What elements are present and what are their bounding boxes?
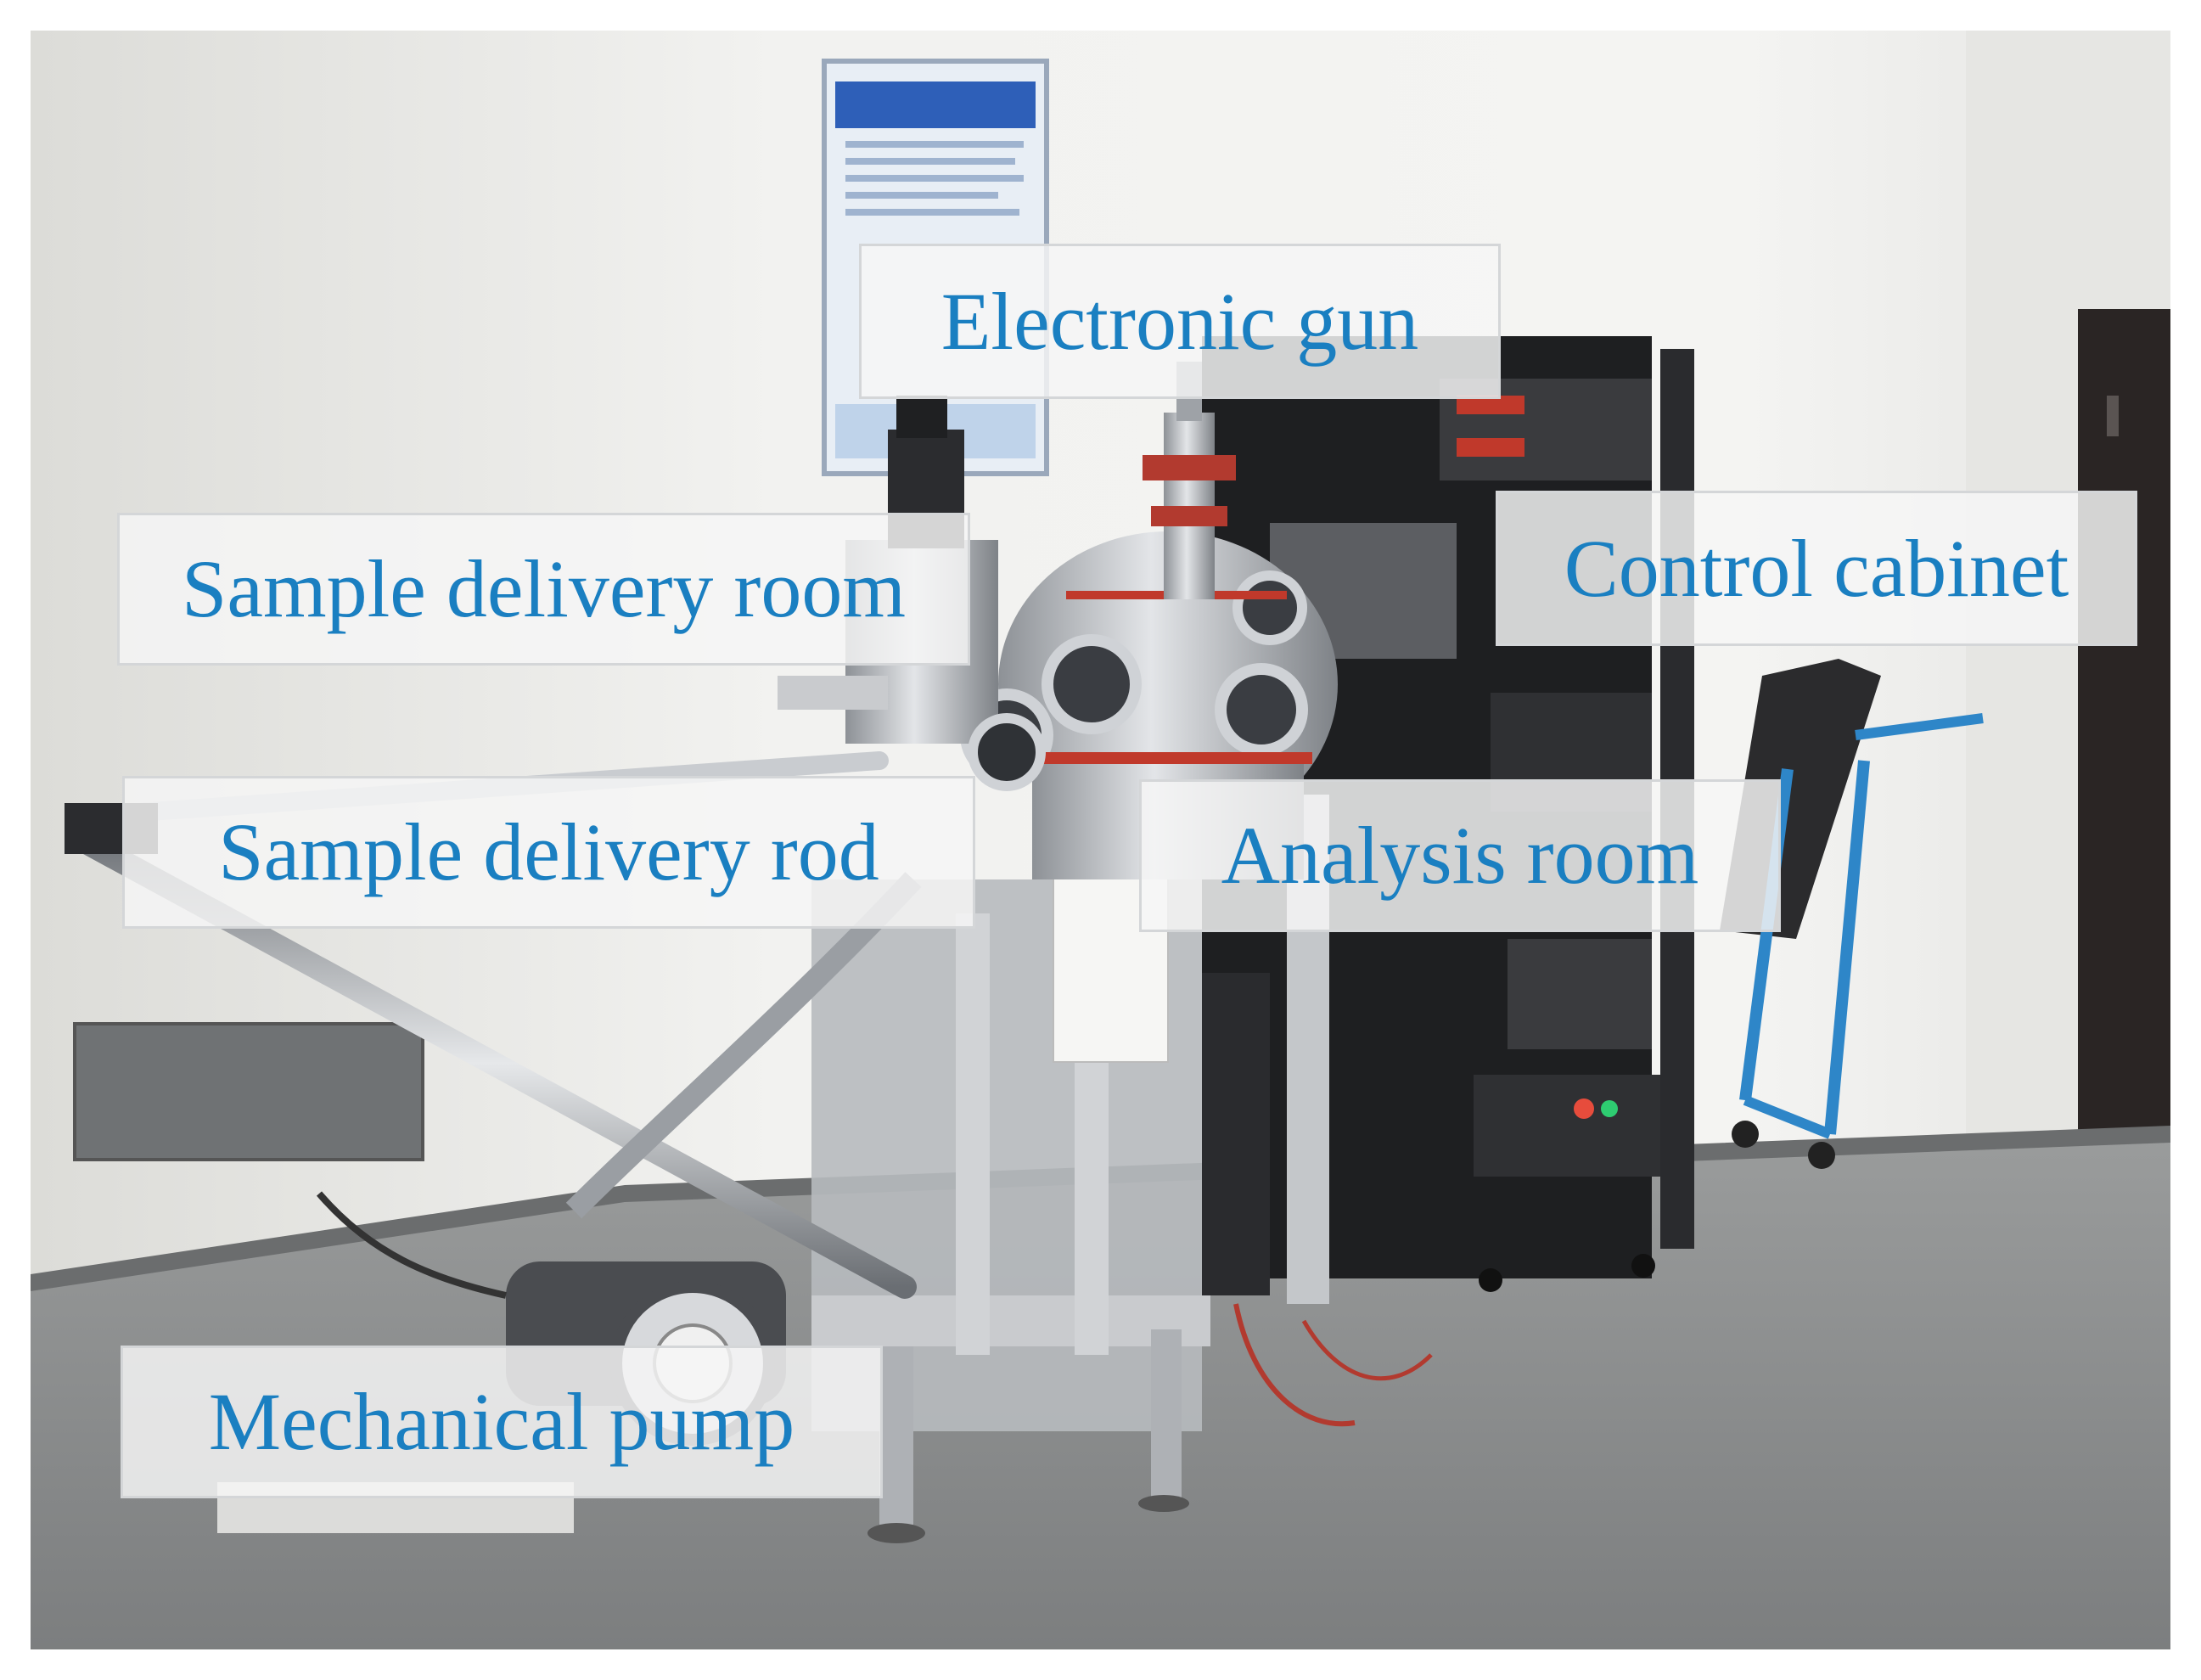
label-sample-delivery-room: Sample delivery room [117,513,970,666]
label-analysis-room: Analysis room [1139,779,1781,932]
label-control-cabinet: Control cabinet [1496,491,2137,646]
label-electronic-gun: Electronic gun [859,244,1501,399]
label-mechanical-pump: Mechanical pump [121,1346,883,1498]
photo-frame: Electronic gun Sample delivery room Cont… [31,31,2170,1649]
label-sample-delivery-rod: Sample delivery rod [122,776,975,929]
